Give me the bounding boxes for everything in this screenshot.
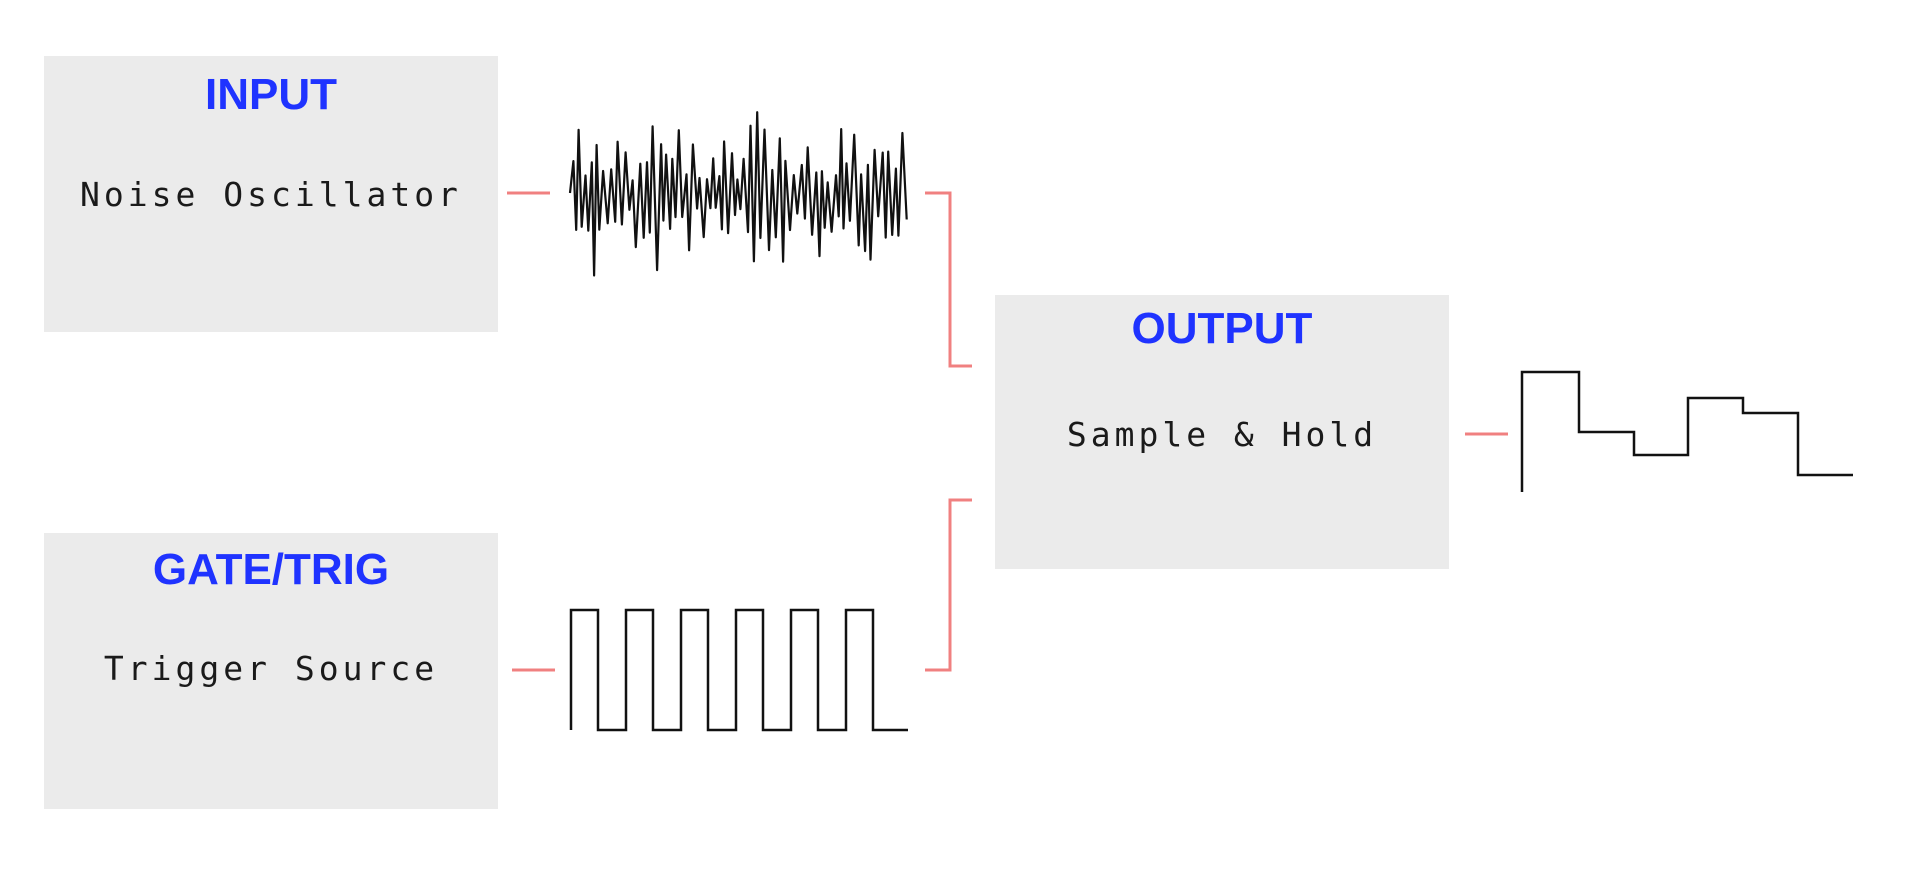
gate-trig-block: GATE/TRIG Trigger Source <box>44 533 498 809</box>
trigger-to-output-bracket <box>925 498 972 672</box>
noise-waveform <box>568 111 908 277</box>
gate-trig-heading: GATE/TRIG <box>152 545 390 594</box>
input-label: Noise Oscillator <box>80 175 462 214</box>
input-heading: INPUT <box>205 70 337 119</box>
gate-trig-label: Trigger Source <box>103 649 439 688</box>
square-pulse-waveform <box>569 608 908 732</box>
stepped-waveform <box>1520 370 1853 492</box>
noise-to-output-bracket <box>925 191 972 368</box>
output-block: OUTPUT Sample & Hold <box>995 295 1449 569</box>
output-heading: OUTPUT <box>1131 304 1313 353</box>
output-label: Sample & Hold <box>1066 415 1378 454</box>
input-block: INPUT Noise Oscillator <box>44 56 498 332</box>
